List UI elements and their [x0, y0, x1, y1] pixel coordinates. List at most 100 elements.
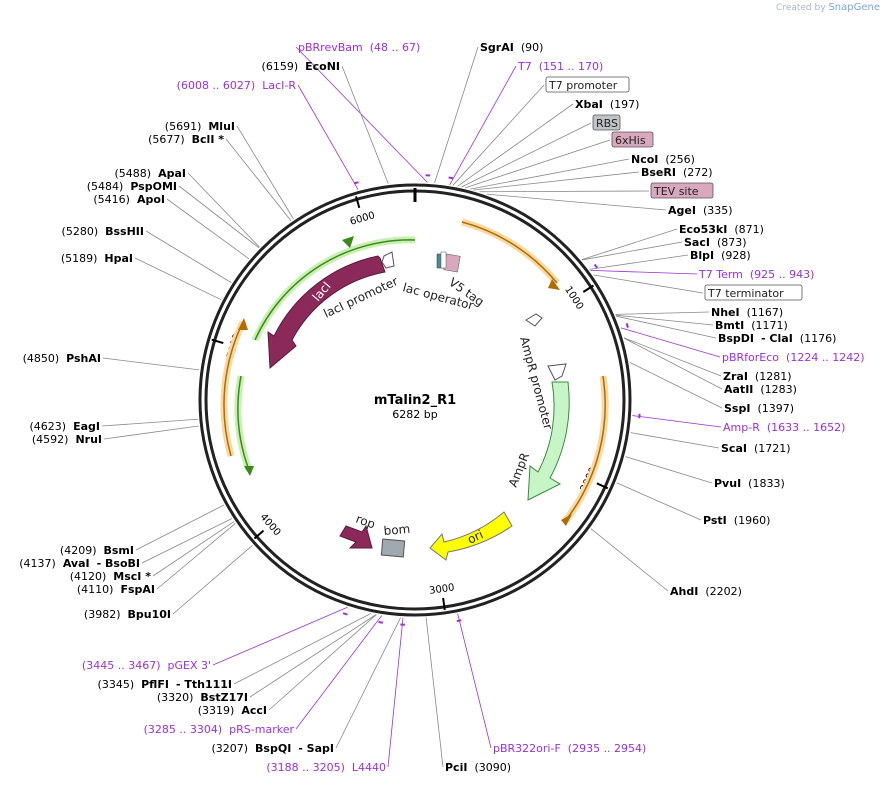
label-pflfi[interactable]: (3345) PflFI - Tth111I: [98, 678, 232, 691]
tick-mark-1000: [582, 284, 594, 293]
ncoi-coord: (256): [665, 153, 695, 166]
label-eagi[interactable]: (4623) EagI: [30, 420, 100, 433]
label-pcii[interactable]: PciI (3090): [445, 761, 511, 774]
hpai-leader-line: [134, 257, 222, 301]
amp-r-coord: (1633 .. 1652): [767, 421, 846, 434]
laci-promoter-arrow: [381, 251, 395, 269]
label-amp-r[interactable]: Amp-R (1633 .. 1652): [723, 421, 845, 434]
hpai-name: HpaI: [104, 252, 133, 265]
bmti-leader-line: [615, 314, 714, 326]
label-lacir[interactable]: (6008 .. 6027) LacI-R: [177, 79, 297, 92]
apoi-text: (5416) ApoI: [93, 193, 165, 206]
label-bcli[interactable]: (5677) BclI *: [148, 133, 224, 146]
label-pshai[interactable]: (4850) PshAI: [23, 352, 101, 365]
mlui-text: (5691) MluI: [165, 120, 235, 133]
label-l4440[interactable]: (3188 .. 3205) L4440: [266, 761, 386, 774]
label-msci[interactable]: (4120) MscI *: [70, 570, 152, 583]
label-ncoi[interactable]: NcoI (256): [631, 153, 695, 166]
label-sspi[interactable]: SspI (1397): [724, 402, 794, 415]
agei-leader-line: [486, 193, 667, 211]
blpi-coord: (928): [721, 249, 751, 262]
avai-extra: - BsoBI: [97, 557, 140, 570]
label-pspomi[interactable]: (5484) PspOMI: [87, 180, 177, 193]
label-agei[interactable]: AgeI (335): [668, 204, 733, 217]
l4440-leader-line: [387, 617, 404, 768]
l4440-coord: (3188 .. 3205): [266, 761, 345, 774]
label-pbrrevbam[interactable]: pBRrevBam (48 .. 67): [298, 41, 420, 54]
label-6xhis[interactable]: 6xHis: [611, 131, 654, 148]
acci-name: AccI: [241, 704, 267, 717]
label-bsmi[interactable]: (4209) BsmI: [60, 544, 134, 557]
avai-leader-line: [141, 518, 233, 564]
bsshii-coord: (5280): [62, 225, 99, 238]
bsmi-text: (4209) BsmI: [60, 544, 134, 557]
label-blpi[interactable]: BlpI (928): [690, 249, 751, 262]
label-fspai[interactable]: (4110) FspAI: [77, 583, 155, 596]
label-tev-site[interactable]: TEV site: [650, 182, 714, 199]
label-nrui[interactable]: (4592) NruI: [32, 433, 102, 446]
label-prs-marker[interactable]: (3285 .. 3304) pRS-marker: [144, 723, 295, 736]
ampr-feature: [527, 381, 570, 501]
label-bpu10i[interactable]: (3982) Bpu10I: [84, 608, 171, 621]
label-rbs[interactable]: RBS: [592, 114, 621, 131]
hpai-text: (5189) HpaI: [61, 252, 133, 265]
label-zrai[interactable]: ZraI (1281): [723, 370, 792, 383]
label-t7-term[interactable]: T7 Term (925 .. 943): [698, 268, 814, 281]
label-econi[interactable]: (6159) EcoNI: [262, 60, 340, 73]
econi-leader-line: [341, 65, 389, 184]
label-nhei[interactable]: NheI (1167): [711, 306, 783, 319]
label-apai[interactable]: (5488) ApaI: [115, 167, 186, 180]
label-t7-terminator[interactable]: T7 terminator: [704, 284, 803, 301]
label-mlui[interactable]: (5691) MluI: [165, 120, 235, 133]
label-pvui[interactable]: PvuI (1833): [714, 477, 785, 490]
label-xbai[interactable]: XbaI (197): [575, 98, 639, 111]
saci-leader-line: [581, 241, 683, 261]
bseri-text: BseRI (272): [641, 166, 713, 179]
bstz17i-text: (3320) BstZ17I: [157, 691, 248, 704]
label-eco53ki[interactable]: Eco53kI (871): [679, 223, 764, 236]
label-scai[interactable]: ScaI (1721): [721, 442, 791, 455]
bom-feature: [380, 538, 406, 558]
label-bspdi[interactable]: BspDI - ClaI (1176): [718, 332, 836, 345]
t7-promoter-box: [545, 76, 630, 93]
label-bspqi[interactable]: (3207) BspQI - SapI: [211, 742, 334, 755]
bpu10i-text: (3982) Bpu10I: [84, 608, 171, 621]
amp-r-name: Amp-R: [723, 421, 760, 434]
tev-site-name: TEV site: [653, 185, 699, 198]
orf-arrowhead-left: [238, 318, 248, 330]
label-sgrai[interactable]: SgrAI (90): [480, 41, 543, 54]
bcli-coord: (5677): [148, 133, 185, 146]
pflfi-name: PflFI: [141, 678, 169, 691]
label-pgex3[interactable]: (3445 .. 3467) pGEX 3': [82, 659, 211, 672]
pvui-leader-line: [625, 456, 713, 484]
label-hpai[interactable]: (5189) HpaI: [61, 252, 133, 265]
label-psti[interactable]: PstI (1960): [703, 514, 770, 527]
label-acci[interactable]: (3319) AccI: [198, 704, 267, 717]
label-bstz17i[interactable]: (3320) BstZ17I: [157, 691, 248, 704]
bspdi-text: BspDI - ClaI (1176): [718, 332, 836, 345]
tev-site-leader-line: [479, 190, 650, 193]
label-apoi[interactable]: (5416) ApoI: [93, 193, 165, 206]
label-bseri[interactable]: BseRI (272): [641, 166, 713, 179]
label-pbrforeco[interactable]: pBRforEco (1224 .. 1242): [722, 351, 865, 364]
acci-coord: (3319): [198, 704, 235, 717]
xbai-leader-line: [457, 103, 574, 187]
bpu10i-coord: (3982): [84, 608, 121, 621]
bspqi-text: (3207) BspQI - SapI: [211, 742, 334, 755]
apai-name: ApaI: [158, 167, 186, 180]
label-aatii[interactable]: AatII (1283): [724, 383, 797, 396]
label-t7[interactable]: T7 (151 .. 170): [517, 60, 603, 73]
label-saci[interactable]: SacI (873): [684, 236, 747, 249]
label-ahdi[interactable]: AhdI (2202): [670, 585, 742, 598]
pbrrevbam-coord: (48 .. 67): [370, 41, 421, 54]
msci-name: MscI *: [113, 570, 151, 583]
bsshii-leader-line: [145, 230, 232, 283]
label-bmti[interactable]: BmtI (1171): [715, 319, 788, 332]
label-bsshii[interactable]: (5280) BssHII: [62, 225, 144, 238]
apoi-coord: (5416): [93, 193, 130, 206]
label-avai[interactable]: (4137) AvaI - BsoBI: [19, 557, 140, 570]
label-pbr322ori-f[interactable]: pBR322ori-F (2935 .. 2954): [493, 742, 646, 755]
bspdi-coord: (1176): [800, 332, 837, 345]
label-t7-promoter[interactable]: T7 promoter: [545, 76, 630, 93]
pbr322ori-f-leader-line: [457, 613, 492, 749]
